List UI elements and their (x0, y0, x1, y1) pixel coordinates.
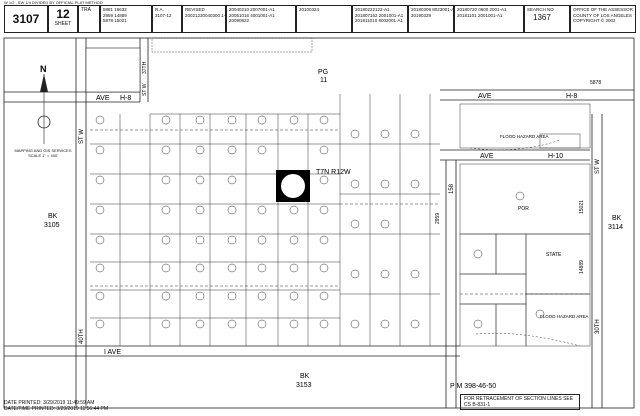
tra-code: 2959 14889 (103, 12, 127, 18)
north-arrow-icon (37, 74, 51, 144)
40th-label: 40TH (79, 329, 85, 344)
search-cell: SEARCH NO 1367 (524, 5, 570, 33)
ra-cell: R.A. 3107-12 (152, 5, 182, 33)
ave-h8-right-label: AVE (478, 93, 492, 100)
rev-entry: 20181101 2001001-A1 (457, 12, 503, 18)
print-dates: DATE PRINTED: 3/29/2019 11:49:59 AM DATE… (4, 400, 108, 412)
por-label: POR (518, 206, 529, 212)
bk-bottom-number: 3153 (296, 382, 312, 389)
rev-col2: 20100324 (296, 5, 352, 33)
ra-label: R.A. (155, 7, 164, 12)
st-w-right-label: ST W (595, 159, 601, 174)
rev-entry: 20180308 8023001-A1 (411, 7, 454, 12)
rev-entry: 201811010 8002001-A1 (355, 18, 403, 23)
date-time-printed: DATE/TIME PRINTED: 3/29/2019 11:56:44 PM (4, 406, 109, 412)
flood-boundary (475, 332, 581, 347)
road-lines (4, 38, 634, 408)
tra-label-cell: TRA (78, 5, 100, 33)
title-block: 3107 12 SHEET TRA 5881 16632 2959 14889 … (0, 0, 640, 34)
37th-label: 37TH (142, 61, 148, 74)
parcel-grid (90, 94, 440, 346)
bk-bottom-label: BK (300, 373, 310, 380)
flood-boundary (469, 139, 561, 151)
ave-h10-label: AVE (480, 153, 494, 160)
road-5878-label: 5878 (590, 80, 601, 86)
bk-left-number: 3105 (44, 222, 60, 229)
st-w-left-label: ST W (79, 129, 85, 144)
st-w-37-label: ST W (142, 83, 148, 96)
tra-codes: 5881 16632 2959 14889 5878 15021 (100, 5, 152, 33)
state-label: STATE (546, 252, 562, 258)
h8-left-label: H-8 (120, 95, 131, 102)
tra-code: 5881 16632 (103, 7, 127, 12)
rev-entry: 20051016 4001001-A1 (229, 12, 275, 18)
parcel-map: N MAPPING AND GIS SERVICES SCALE 1" = 40… (3, 37, 635, 409)
flood-label-bottom: FLOOD HAZARD AREA (540, 314, 589, 319)
office-cell: OFFICE OF THE ASSESSOR COUNTY OF LOS ANG… (570, 5, 636, 33)
bk-right-number: 3114 (608, 224, 623, 231)
sheet-label: SHEET (54, 21, 72, 27)
rev-col1: 20040210 2007001-A1 20051016 4001001-A1 … (226, 5, 296, 33)
ave-i-label: I AVE (104, 349, 121, 356)
bk-left-label: BK (48, 213, 58, 220)
rev-entry: 20090822 (229, 18, 250, 23)
map-frame (3, 37, 635, 409)
bk-right-label: BK (612, 215, 622, 222)
tra-code: 5878 15021 (103, 18, 127, 23)
road-158-label: 158 (449, 183, 455, 194)
date-printed: DATE PRINTED: 3/29/2019 11:49:59 AM (4, 400, 95, 406)
h8-right-label: H-8 (566, 93, 577, 100)
pg-label: PG (318, 69, 328, 76)
mapping-note: MAPPING AND GIS SERVICES SCALE 1" = 400' (14, 148, 71, 158)
office-line: OFFICE OF THE ASSESSOR (573, 7, 633, 12)
rev-entry: 201807162 2001001-A1 (355, 12, 404, 18)
rev-col4: 20180308 8023001-A1 20190329 (408, 5, 454, 33)
office-line: COPYRIGHT © 2002 (573, 18, 616, 23)
revised-label: REVISED (185, 7, 205, 12)
township-label: T7N R12W (316, 169, 351, 176)
top-strip (151, 37, 313, 53)
highlighted-parcel-circle (281, 174, 305, 198)
north-label: N (40, 64, 47, 74)
revised-value: 20021230040300 1-A1 (185, 12, 226, 18)
rev-entry: 20100324 (299, 7, 320, 12)
sheet-number: 12 (56, 7, 70, 21)
revised-cell: REVISED 20021230040300 1-A1 (182, 5, 226, 33)
rev-entry: 20180720 0600 2001-A1 (457, 7, 507, 12)
right-parcels (459, 103, 591, 347)
header-note: W 1/2 , SW 1/4 DIVIDED BY OFFICIAL PLAT … (4, 0, 103, 5)
book-number: 3107 (4, 5, 48, 33)
rev-entry: 20180222122-A1 (355, 7, 390, 12)
tra-label: TRA (81, 7, 91, 13)
section-lines (90, 129, 590, 295)
rev-entry: 20190329 (411, 12, 432, 18)
search-no: 1367 (533, 12, 551, 22)
30th-label: 30TH (595, 319, 601, 334)
rev-entry: 20040210 2007001-A1 (229, 7, 275, 12)
road-15021-label: 15021 (579, 200, 585, 214)
flood-label-top: FLOOD HAZARD AREA (500, 134, 549, 139)
parcel-markers (95, 115, 545, 329)
pm-label: P M 398-46-50 (450, 383, 496, 390)
retracement-note: FOR RETRACEMENT OF SECTION LINES SEE CS … (460, 394, 580, 410)
nw-block (85, 47, 141, 93)
rev-col2b: 20180720 0600 2001-A1 20181101 2001001-A… (454, 5, 524, 33)
search-label: SEARCH NO (527, 7, 554, 12)
road-2959-label: 2959 (435, 213, 441, 224)
pg-number: 11 (320, 77, 327, 84)
rev-col3: 20180222122-A1 201807162 2001001-A1 2018… (352, 5, 408, 33)
office-line: COUNTY OF LOS ANGELES (573, 12, 632, 18)
ra-value: 3107-12 (155, 12, 172, 18)
road-14889-label: 14889 (579, 260, 585, 274)
h10-label: H-10 (548, 153, 563, 160)
ave-h8-left-label: AVE (96, 95, 110, 102)
sheet-box: 12 SHEET (48, 5, 78, 33)
